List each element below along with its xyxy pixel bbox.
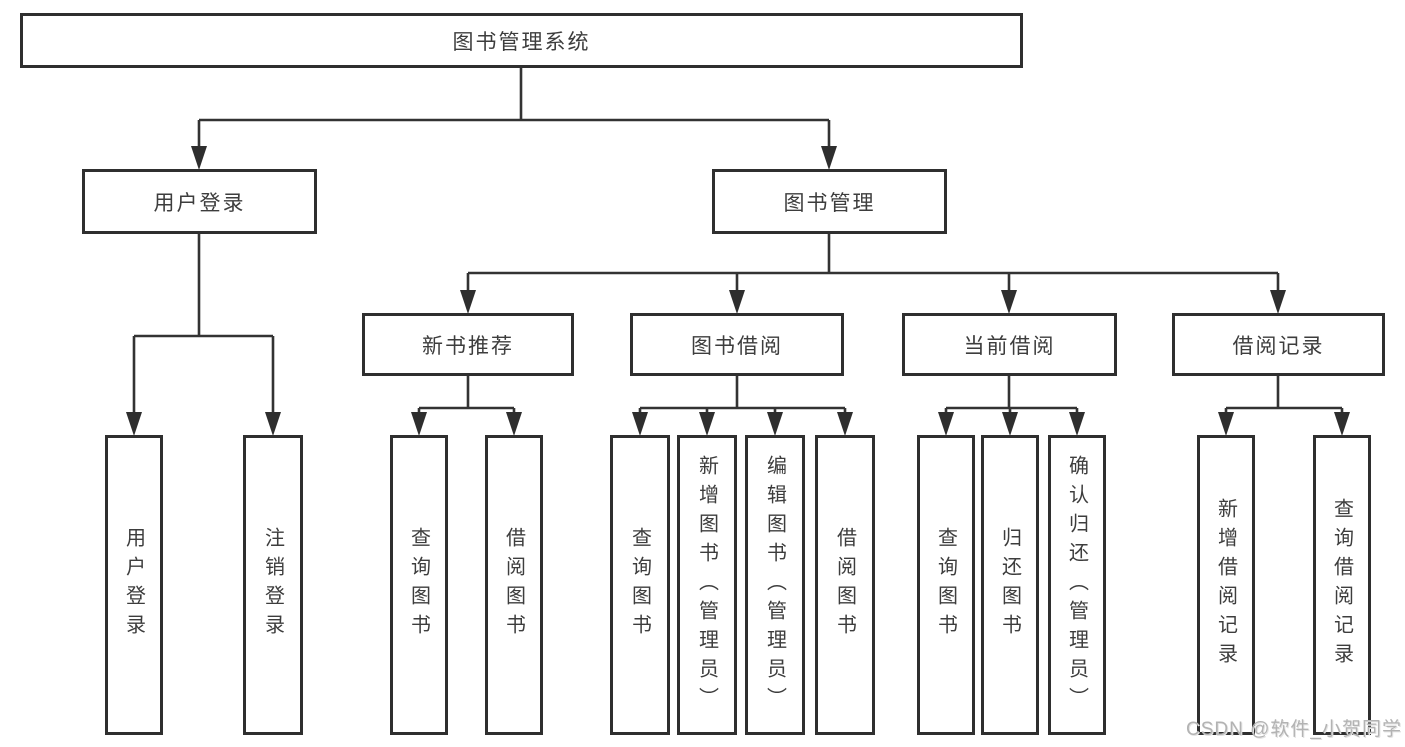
leaf-newbook-borrow-book: 借阅图书 <box>485 435 543 735</box>
node-library-management-system: 图书管理系统 <box>20 13 1023 68</box>
leaf-borrow-edit-book-admin: 编辑图书（管理员） <box>745 435 805 735</box>
node-current-borrow: 当前借阅 <box>902 313 1117 376</box>
leaf-current-confirm-return-admin: 确认归还（管理员） <box>1048 435 1106 735</box>
connector-book-management-children <box>460 234 1286 314</box>
leaf-borrow-add-book-admin: 新增图书（管理员） <box>677 435 737 735</box>
connector-book-borrow-children <box>632 376 853 436</box>
connector-user-login-children <box>126 234 281 436</box>
node-book-management: 图书管理 <box>712 169 947 234</box>
leaf-newbook-query-book: 查询图书 <box>390 435 448 735</box>
csdn-watermark: CSDN @软件_小贺同学 <box>1186 719 1402 740</box>
connector-root-to-level2 <box>191 68 837 170</box>
connector-borrow-record-children <box>1218 376 1350 436</box>
node-new-book-recommend: 新书推荐 <box>362 313 574 376</box>
connector-current-borrow-children <box>938 376 1085 436</box>
node-borrow-record: 借阅记录 <box>1172 313 1385 376</box>
node-book-borrow: 图书借阅 <box>630 313 844 376</box>
leaf-borrow-borrow-book: 借阅图书 <box>815 435 875 735</box>
node-user-login: 用户登录 <box>82 169 317 234</box>
leaf-borrow-query-book: 查询图书 <box>610 435 670 735</box>
leaf-user-login: 用户登录 <box>105 435 163 735</box>
leaf-logout-login: 注销登录 <box>243 435 303 735</box>
leaf-current-query-book: 查询图书 <box>917 435 975 735</box>
connector-new-book-children <box>411 376 522 436</box>
leaf-current-return-book: 归还图书 <box>981 435 1039 735</box>
leaf-record-add-borrow-record: 新增借阅记录 <box>1197 435 1255 735</box>
leaf-record-query-borrow-record: 查询借阅记录 <box>1313 435 1371 735</box>
